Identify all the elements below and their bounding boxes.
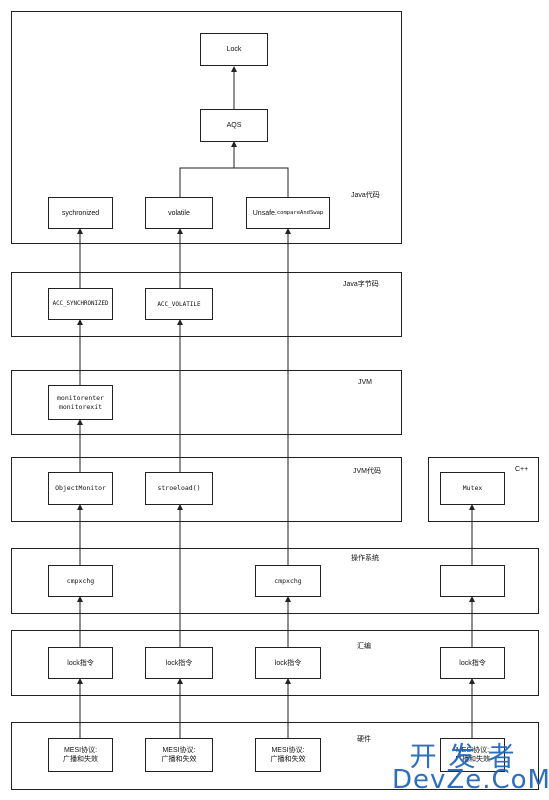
node-mesi-3: MESI协议: 广播和失效: [255, 738, 321, 772]
node-mesi-4: MESI协议: 广播和失效: [440, 738, 505, 772]
node-cmpxchg-4: [440, 565, 505, 597]
node-synchronized: sychronized: [48, 197, 113, 229]
layer-hardware-label: 硬件: [357, 736, 371, 743]
node-acc-volatile: ACC_VOLATILE: [145, 288, 213, 320]
node-unsafe-prefix: Unsafe.: [252, 209, 277, 217]
node-monitorenter-exit: monitorenter monitorexit: [48, 385, 113, 420]
layer-os-label: 操作系统: [351, 555, 379, 562]
node-volatile: volatile: [145, 197, 213, 229]
layer-java-code-label: Java代码: [351, 192, 380, 199]
node-storeload: stroeload(): [145, 472, 213, 505]
watermark-top-text: 开发者: [409, 742, 527, 773]
node-lock-instruction-2: lock指令: [145, 647, 213, 679]
node-mesi-2: MESI协议: 广播和失效: [145, 738, 213, 772]
watermark-logo: 开发者 DevZe.CoM: [392, 735, 549, 799]
node-unsafe-method: compareAndSwap: [276, 209, 324, 216]
node-mesi-1: MESI协议: 广播和失效: [48, 738, 113, 772]
node-unsafe-cas: Unsafe.compareAndSwap: [246, 197, 330, 229]
layer-cpp-label: C++: [515, 466, 529, 473]
layer-bytecode-label: Java字节码: [343, 281, 379, 288]
node-mutex: Mutex: [440, 472, 505, 505]
node-object-monitor: ObjectMonitor: [48, 472, 113, 505]
watermark-bottom-text: DevZe.CoM: [392, 765, 549, 795]
node-aqs: AQS: [200, 109, 268, 142]
node-cmpxchg-1: cmpxchg: [48, 565, 113, 597]
node-lock: Lock: [200, 33, 268, 66]
layer-jvm-code-label: JVM代码: [353, 468, 381, 475]
node-cmpxchg-3: cmpxchg: [255, 565, 321, 597]
layer-asm-label: 汇编: [357, 643, 371, 650]
node-lock-instruction-4: lock指令: [440, 647, 505, 679]
node-acc-synchronized: ACC_SYNCHRONIZED: [48, 288, 113, 320]
layer-jvm-label: JVM: [358, 379, 372, 386]
node-lock-instruction-1: lock指令: [48, 647, 113, 679]
node-lock-instruction-3: lock指令: [255, 647, 321, 679]
